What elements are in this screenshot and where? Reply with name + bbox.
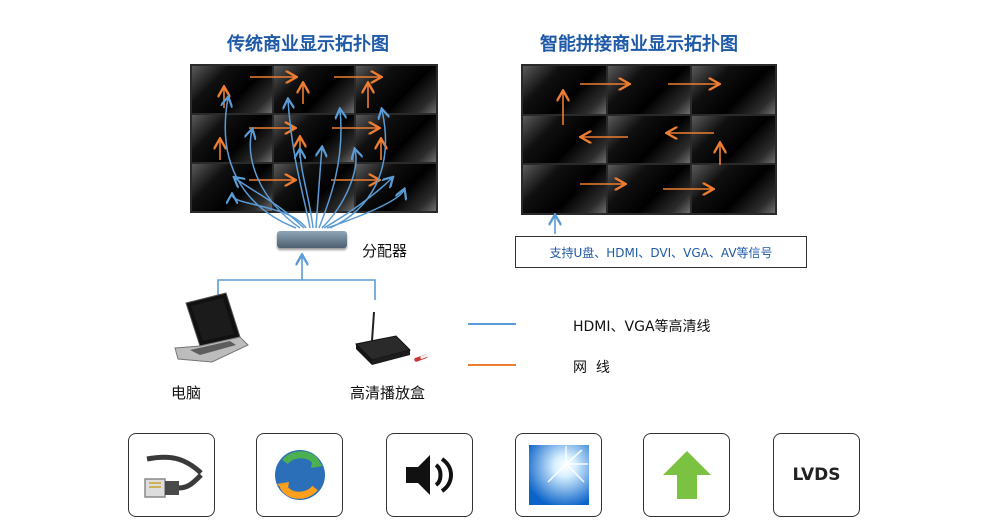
wall-panel: [356, 164, 436, 211]
wall-panel: [607, 165, 691, 213]
signal-support-box: 支持U盘、HDMI、DVI、VGA、AV等信号: [515, 236, 807, 268]
wall-panel: [274, 66, 354, 113]
legend-network-line: [468, 364, 516, 366]
wall-panel: [192, 115, 272, 162]
splitter-label: 分配器: [362, 242, 408, 260]
laptop-icon: [174, 292, 249, 363]
wall-panel: [692, 115, 775, 164]
wall-panel: [356, 115, 436, 162]
smart-topology-title: 智能拼接商业显示拓扑图: [540, 34, 738, 55]
audio-feature-box: [386, 433, 473, 517]
wall-panel: [274, 164, 354, 211]
network-refresh-icon: [274, 450, 325, 500]
source-connection-lines: [217, 256, 376, 302]
legend-network-label: 网 线: [573, 360, 610, 376]
media-player-box-icon: [354, 311, 429, 365]
wall-panel: [356, 66, 436, 113]
splitter-device: [277, 231, 347, 248]
wall-panel: [607, 115, 691, 164]
wall-panel: [692, 66, 775, 114]
ethernet-feature-box: [128, 433, 215, 517]
wall-panel: [192, 164, 272, 211]
traditional-topology-title: 传统商业显示拓扑图: [227, 34, 389, 55]
brightness-feature-box: [515, 433, 602, 517]
upgrade-feature-box: [643, 433, 730, 517]
wall-panel: [523, 66, 606, 114]
speaker-icon: [405, 455, 453, 495]
network-feature-box: [256, 433, 343, 517]
upgrade-arrow-icon: [662, 451, 711, 499]
lvds-icon: LVDS: [792, 465, 841, 485]
wall-panel: [607, 66, 691, 114]
lvds-feature-box: LVDS: [773, 433, 860, 517]
player-box-label: 高清播放盒: [350, 384, 426, 402]
wall-panel: [274, 115, 354, 162]
brightness-sun-icon: [528, 445, 589, 505]
wall-panel: [523, 165, 606, 213]
legend-hdmi-label: HDMI、VGA等高清线: [573, 319, 711, 335]
wall-panel: [192, 66, 272, 113]
legend-hdmi-line: [468, 323, 516, 325]
ethernet-cable-icon: [143, 454, 203, 498]
traditional-video-wall: [190, 64, 438, 213]
wall-panel: [692, 165, 775, 213]
wall-panel: [523, 115, 606, 164]
smart-video-wall: [521, 64, 777, 215]
computer-label: 电脑: [171, 384, 202, 402]
signal-support-text: 支持U盘、HDMI、DVI、VGA、AV等信号: [549, 245, 773, 260]
